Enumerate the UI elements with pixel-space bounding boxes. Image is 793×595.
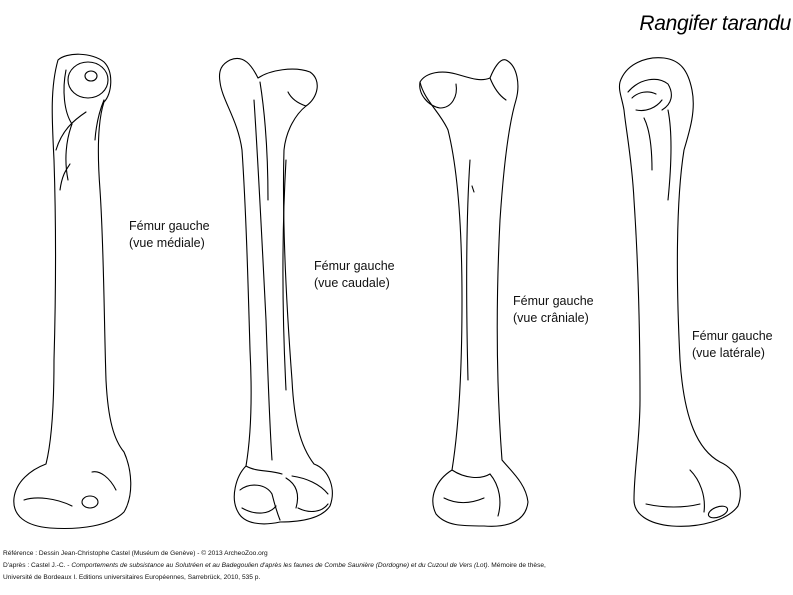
reference-footer: Référence : Dessin Jean-Christophe Caste…: [3, 548, 793, 584]
source-prefix: D'après : Castel J.-C. -: [3, 562, 72, 569]
femur-label-caudal-name: Fémur gauche: [314, 259, 395, 273]
femur-label-cranial: Fémur gauche (vue crâniale): [513, 293, 594, 327]
publisher-line: Université de Bordeaux I. Editions unive…: [3, 574, 261, 581]
femur-label-cranial-view: (vue crâniale): [513, 311, 589, 325]
femur-label-cranial-name: Fémur gauche: [513, 294, 594, 308]
femur-label-caudal: Fémur gauche (vue caudale): [314, 258, 395, 292]
femur-lateral-view: [618, 57, 741, 527]
femur-caudal-view: [218, 58, 333, 525]
source-suffix: Mémoire de thèse,: [489, 562, 546, 569]
femur-label-lateral-name: Fémur gauche: [692, 329, 773, 343]
reference-line: Référence : Dessin Jean-Christophe Caste…: [3, 550, 268, 557]
source-title: Comportements de subsistance au Solutrée…: [71, 562, 490, 569]
femur-cranial-view: [419, 59, 529, 527]
femur-label-caudal-view: (vue caudale): [314, 276, 390, 290]
femur-label-lateral: Fémur gauche (vue latérale): [692, 328, 773, 362]
femur-label-medial-view: (vue médiale): [129, 236, 205, 250]
femur-medial-view: [13, 53, 132, 529]
femur-label-medial-name: Fémur gauche: [129, 219, 210, 233]
source-line: D'après : Castel J.-C. - Comportements d…: [3, 560, 793, 572]
species-title: Rangifer tarandu: [639, 12, 791, 35]
femur-label-medial: Fémur gauche (vue médiale): [129, 218, 210, 252]
femur-label-lateral-view: (vue latérale): [692, 346, 765, 360]
